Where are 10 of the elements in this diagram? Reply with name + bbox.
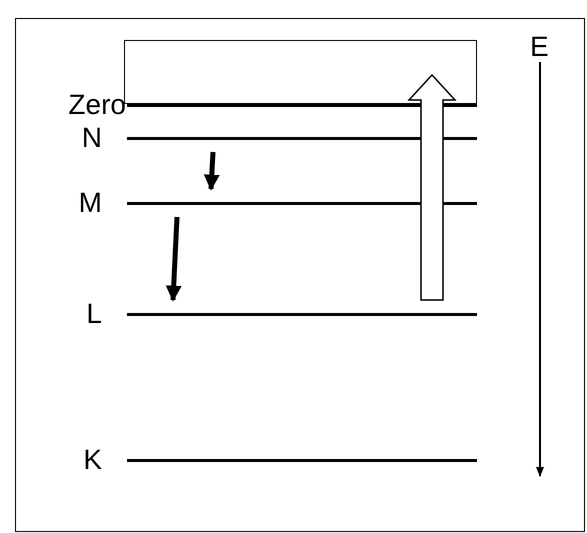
arrow xyxy=(407,74,457,301)
arrow xyxy=(166,216,182,302)
axis-label: E xyxy=(530,33,549,61)
level-label: L xyxy=(86,300,102,328)
level-label: K xyxy=(83,446,102,474)
arrow xyxy=(204,152,220,191)
level-label: M xyxy=(78,189,102,217)
level-label: Zero xyxy=(68,91,126,119)
continuum-box xyxy=(124,40,477,104)
level-label: N xyxy=(82,124,102,152)
